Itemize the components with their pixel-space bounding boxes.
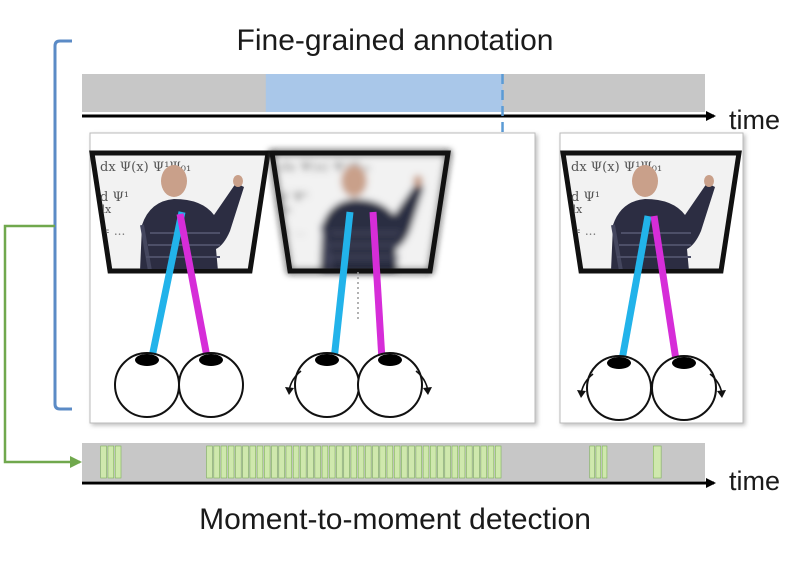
detection-tick	[393, 445, 401, 479]
detection-tick	[386, 445, 394, 479]
detection-tick	[365, 445, 372, 479]
detection-tick	[206, 445, 213, 479]
annotation-title: Fine-grained annotation	[236, 24, 554, 57]
detection-tick	[401, 445, 408, 479]
detection-ticks	[100, 445, 662, 479]
detection-title: Moment-to-moment detection	[199, 503, 591, 536]
eye-icon	[178, 352, 244, 418]
video-frame-clear	[563, 153, 739, 271]
detection-tick	[256, 445, 264, 479]
detection-tick	[601, 445, 608, 479]
detection-tick	[336, 445, 343, 479]
detection-tick	[249, 445, 256, 479]
detection-tick	[437, 445, 444, 479]
detection-tick	[422, 445, 430, 479]
detection-tick	[430, 445, 437, 479]
eye-icon	[651, 355, 717, 421]
video-frame-blurred	[269, 150, 451, 274]
detection-tick	[495, 445, 502, 479]
detection-tick	[242, 445, 249, 479]
detection-tick	[350, 445, 357, 479]
detection-tick	[415, 445, 422, 479]
detection-tick	[408, 445, 415, 479]
time-axis-label-bottom: time	[729, 466, 781, 496]
detection-tick	[451, 445, 459, 479]
detection-tick	[487, 445, 495, 479]
detection-tick	[271, 445, 278, 479]
annotation-segment	[265, 74, 503, 112]
detection-tick	[652, 445, 662, 479]
gaze-line-left	[330, 211, 354, 361]
gaze-line-right	[369, 211, 386, 361]
detection-tick	[114, 445, 122, 479]
detection-tick	[458, 445, 466, 479]
detection-tick	[321, 445, 329, 479]
eye-icon	[586, 355, 652, 421]
gaze-line-left	[148, 211, 186, 358]
eye-icon	[114, 352, 180, 418]
detection-tick	[278, 445, 285, 479]
detection-tick	[480, 445, 487, 479]
detection-tick	[220, 445, 228, 479]
detection-tick	[314, 445, 321, 479]
link-arrow	[3, 224, 82, 468]
detection-tick	[589, 445, 595, 479]
gaze-line-left	[618, 215, 652, 361]
eye-icon	[294, 352, 360, 418]
detection-tick	[372, 445, 379, 479]
detection-tick	[379, 445, 386, 479]
detection-tick	[100, 445, 107, 479]
gaze-line-right	[176, 213, 211, 358]
detection-tick	[473, 445, 480, 479]
detection-tick	[300, 445, 307, 479]
detection-tick	[307, 445, 314, 479]
detection-tick	[264, 445, 271, 479]
detection-tick	[343, 445, 350, 479]
detection-tick	[444, 445, 451, 479]
detection-tick	[292, 445, 300, 479]
detection-tick	[107, 445, 115, 479]
annotation-track	[82, 74, 716, 192]
detection-tick	[466, 445, 473, 479]
time-axis-label-top: time	[729, 105, 781, 135]
bracket	[53, 39, 72, 411]
eye-icon	[357, 352, 423, 418]
detection-tick	[213, 445, 220, 479]
detection-tick	[285, 445, 293, 479]
detection-tick	[357, 445, 365, 479]
detection-tick	[235, 445, 242, 479]
detection-tick	[329, 445, 336, 479]
panel-left	[89, 132, 536, 424]
detection-track	[82, 443, 716, 488]
detection-tick	[227, 445, 235, 479]
gaze-line-right	[650, 215, 680, 361]
panel-right	[559, 132, 744, 424]
detection-tick	[595, 445, 602, 479]
